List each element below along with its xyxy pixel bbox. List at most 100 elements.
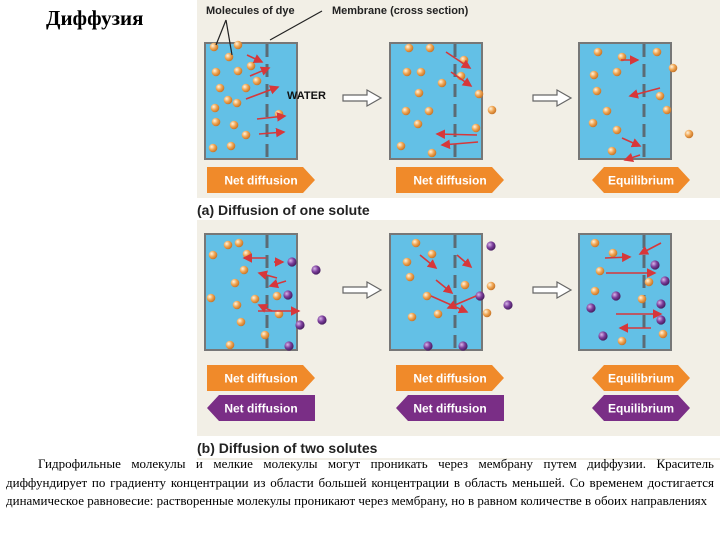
equilibrium-bar [592,365,690,391]
movement-arrow [604,252,632,263]
dye-molecule [234,238,244,248]
purple-solute-molecule [503,300,513,310]
purple-solute-molecule [284,341,294,351]
purple-solute-molecule [656,299,666,309]
dye-molecule [414,88,424,98]
dye-molecule [474,89,484,99]
net-diffusion-bar [396,167,504,193]
purple-solute-molecule [317,315,327,325]
annotation-membrane: Membrane (cross section) [332,5,469,17]
equilibrium-bar [592,167,690,193]
caption-text: Гидрофильные молекулы и мелкие молекулы … [6,456,714,508]
dye-molecule [274,309,284,319]
dye-molecule [595,266,605,276]
dye-molecule [589,70,599,80]
purple-solute-molecule [656,315,666,325]
movement-arrow [257,303,273,313]
purple-solute-molecule [287,257,297,267]
equilibrium-bar [592,395,690,421]
movement-arrow [258,127,286,138]
movement-arrow [621,137,642,148]
dye-molecule [612,125,622,135]
dye-molecule [211,117,221,127]
dye-molecule [427,148,437,158]
dye-molecule [593,47,603,57]
net-diffusion-bar-label: Net diffusion [413,174,486,188]
movement-arrow [628,87,661,99]
dye-molecule [422,291,432,301]
dye-molecule [459,55,469,65]
purple-solute-molecule [475,291,485,301]
net-diffusion-bar-label: Net diffusion [224,174,297,188]
net-diffusion-bar [207,365,315,391]
dye-molecule [407,312,417,322]
dye-molecule [487,105,497,115]
movement-arrow [268,279,287,289]
net-diffusion-bar [207,395,315,421]
dye-molecule [232,98,242,108]
equilibrium-bar-label: Equilibrium [608,174,674,188]
dye-molecule [608,248,618,258]
movement-arrow [446,295,477,310]
dye-leader-line [225,19,233,56]
dye-molecule [226,141,236,151]
dye-molecule [250,294,260,304]
dye-molecule [662,105,672,115]
net-diffusion-bar [396,395,504,421]
dye-molecule [401,106,411,116]
dye-molecule [684,129,694,139]
net-diffusion-bar [396,365,504,391]
purple-solute-molecule [598,331,608,341]
dye-molecule [239,265,249,275]
step-arrow [342,88,383,108]
dye-molecule [404,43,414,53]
dye-molecule [233,66,243,76]
movement-arrow [445,51,472,69]
dye-molecule [592,86,602,96]
dye-molecule [607,146,617,156]
movement-arrow [430,295,469,314]
panel-b-strip [197,436,720,458]
dye-molecule [233,40,243,50]
annotation-dye: Molecules of dye [206,5,295,17]
dye-molecule [232,300,242,310]
dye-molecule [652,47,662,57]
movement-arrow [440,139,479,150]
purple-solute-molecule [458,341,468,351]
dye-molecule [210,103,220,113]
movement-arrow [450,71,473,87]
dye-molecule [241,83,251,93]
dye-molecule [433,309,443,319]
dye-molecule [637,294,647,304]
dye-leader-line [215,19,227,46]
purple-solute-molecule [295,320,305,330]
movement-arrow [435,129,478,139]
movement-arrow [419,254,438,270]
equilibrium-bar-label: Equilibrium [608,402,674,416]
movement-arrow [246,54,264,63]
dye-molecule [236,317,246,327]
net-diffusion-bar-label: Net diffusion [224,402,297,416]
dye-molecule [658,329,668,339]
dye-molecule [402,257,412,267]
dye-molecule [644,277,654,287]
purple-solute-molecule [660,276,670,286]
dye-molecule [617,52,627,62]
dye-molecule [223,95,233,105]
movement-arrow [435,279,454,295]
net-diffusion-bar-label: Net diffusion [224,372,297,386]
dye-molecule [242,249,252,259]
dye-molecule [590,286,600,296]
beaker-a1 [204,42,298,160]
movement-arrow [256,112,287,122]
dye-molecule [602,106,612,116]
dye-molecule [424,106,434,116]
dye-molecule [230,278,240,288]
dye-molecule [427,249,437,259]
panel-a-label: (a) Diffusion of one solute [197,202,370,218]
dye-molecule [206,293,216,303]
dye-molecule [208,250,218,260]
dye-molecule [668,63,678,73]
dye-molecule [223,240,233,250]
step-arrow [532,88,573,108]
